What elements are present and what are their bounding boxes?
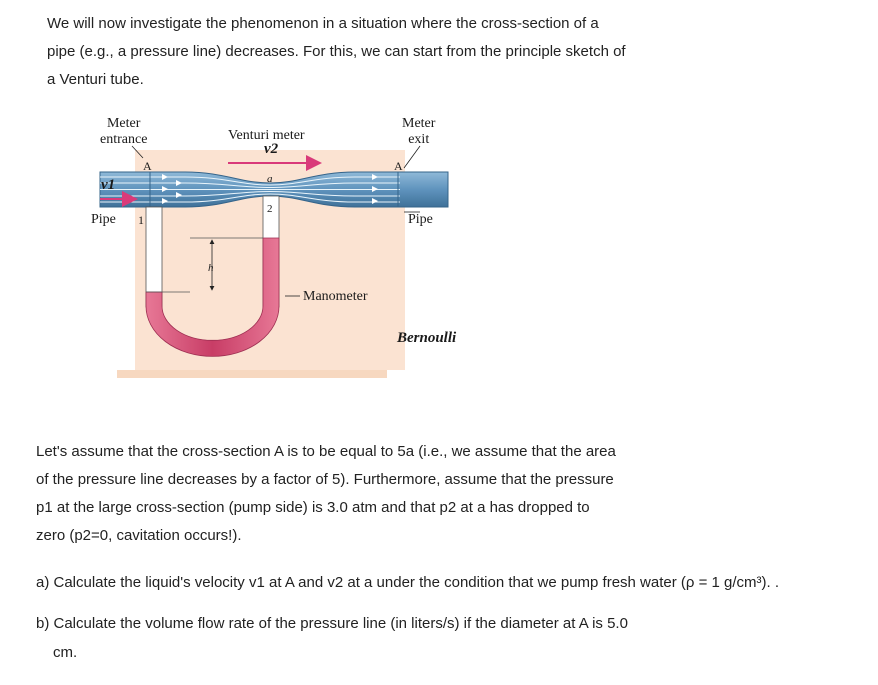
intro-line: a Venturi tube. xyxy=(47,71,144,88)
label-1: 1 xyxy=(138,213,144,227)
assumption-line: of the pressure line decreases by a fact… xyxy=(36,471,614,488)
handwritten-bernoulli: Bernoulli xyxy=(397,330,457,346)
pipe-right-label: Pipe xyxy=(408,212,433,227)
meter-exit-label: Meter exit xyxy=(402,116,436,147)
label-A-right: A xyxy=(394,159,403,173)
label-h: h xyxy=(208,262,214,274)
assumption-line: p1 at the large cross-section (pump side… xyxy=(36,499,590,516)
assumption-line: zero (p2=0, cavitation occurs!). xyxy=(36,527,242,544)
label-a: a xyxy=(267,173,273,185)
pipe-left-label: Pipe xyxy=(91,212,116,227)
handwritten-v2: v2 xyxy=(264,141,279,157)
question-b-continued: cm. xyxy=(53,644,78,661)
intro-paragraph: We will now investigate the phenomenon i… xyxy=(47,10,626,94)
label-2: 2 xyxy=(267,203,273,215)
assumption-line: Let's assume that the cross-section A is… xyxy=(36,443,616,460)
question-a: a) Calculate the liquid's velocity v1 at… xyxy=(36,574,780,591)
assumption-paragraph: Let's assume that the cross-section A is… xyxy=(36,438,616,550)
label-A-left: A xyxy=(143,159,152,173)
venturi-meter-label: Venturi meter xyxy=(228,128,305,143)
manometer-label: Manometer xyxy=(303,289,368,304)
meter-entrance-label: Meter entrance xyxy=(100,116,148,147)
figure-ground xyxy=(117,370,387,378)
handwritten-v1: v1 xyxy=(101,177,116,193)
question-b: b) Calculate the volume flow rate of the… xyxy=(36,615,628,632)
flow-arrows xyxy=(162,174,378,204)
intro-line: pipe (e.g., a pressure line) decreases. … xyxy=(47,43,626,60)
intro-line: We will now investigate the phenomenon i… xyxy=(47,15,599,32)
manometer-u-fluid xyxy=(145,237,280,357)
flow-lines xyxy=(100,176,400,203)
